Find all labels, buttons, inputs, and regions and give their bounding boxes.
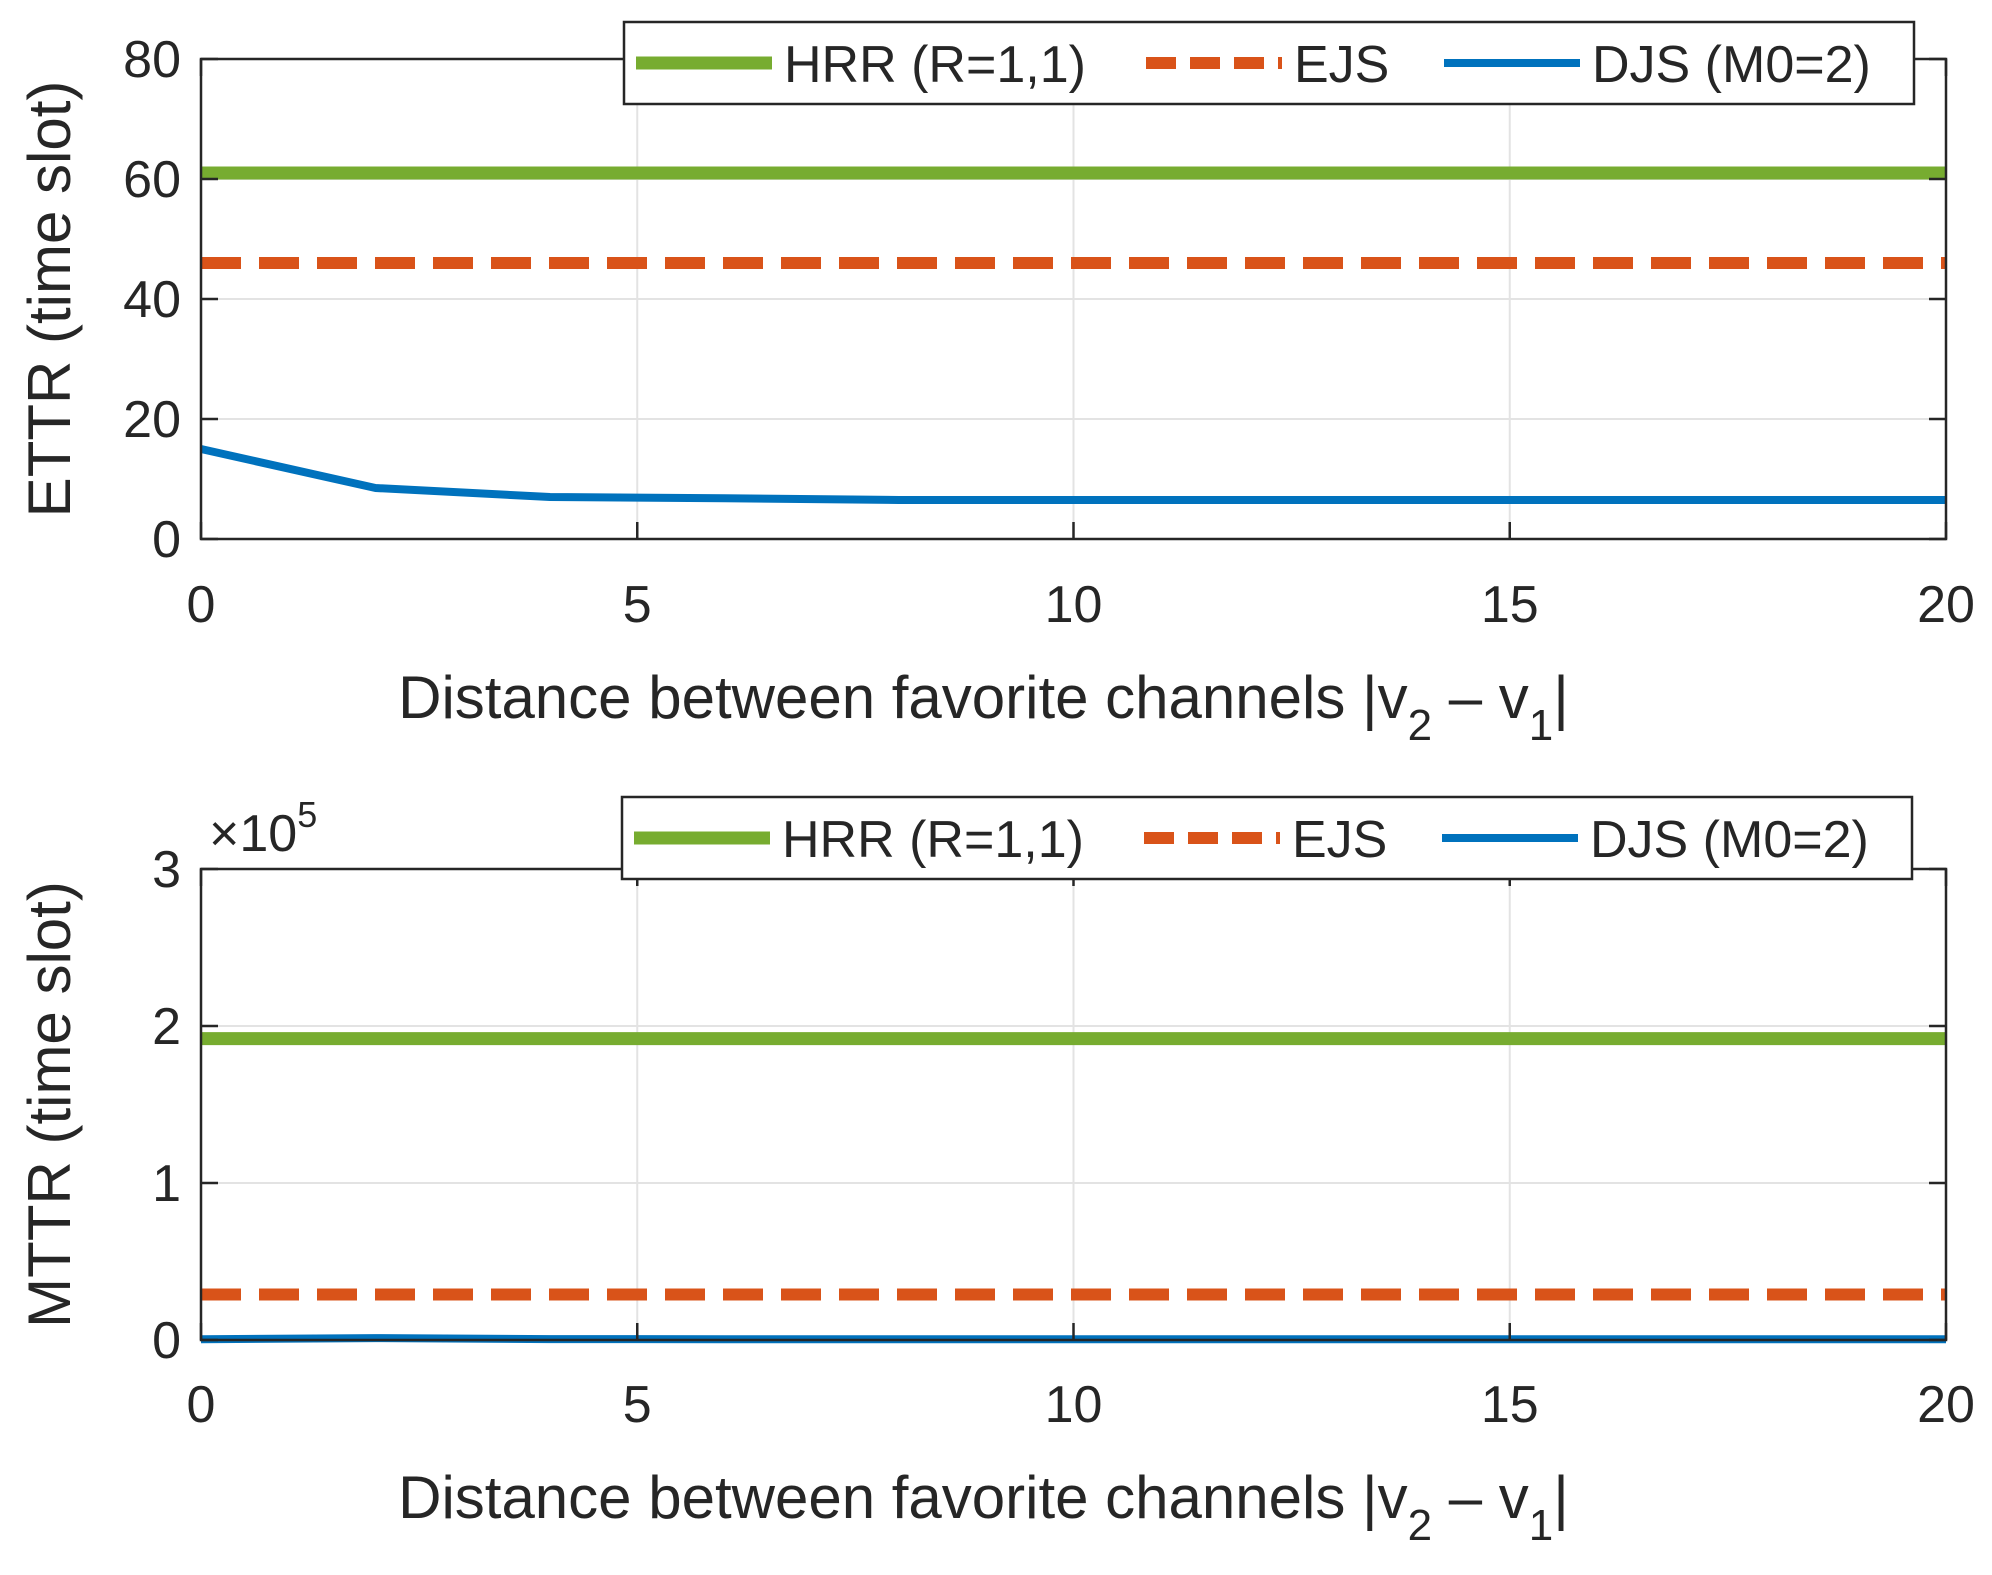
x-tick-label: 10 [1045,1376,1103,1434]
x-label-main: Distance between favorite channels |v [398,664,1407,731]
y-axis-multiplier: ×105 [209,794,317,863]
x-label-bar: | [1553,1464,1569,1531]
x-tick-label: 0 [187,1376,216,1434]
y-tick-label: 2 [152,998,181,1056]
legend-label-1: HRR (R=1,1) [782,811,1084,869]
x-label-subscript-1: 1 [1529,701,1553,750]
x-label-subscript-2: 2 [1408,701,1432,750]
x-axis-label: Distance between favorite channels |v2 –… [398,664,1569,750]
y-tick-label: 0 [152,1312,181,1370]
legend: HRR (R=1,1) EJS DJS (M0=2) [620,795,1914,881]
x-label-bar: | [1553,664,1569,731]
x-tick-label: 5 [623,1376,652,1434]
x-tick-label: 15 [1481,1376,1539,1434]
x-tick-label: 5 [623,576,652,634]
legend-label-3: DJS (M0=2) [1592,36,1871,94]
legend-label-3: DJS (M0=2) [1590,811,1869,869]
x-label-subscript-1: 1 [1529,1501,1553,1550]
multiplier-exponent: 5 [297,794,317,835]
legend-box [622,20,1916,106]
y-tick-label: 60 [123,151,181,209]
series-line-3 [200,445,1946,504]
y-axis-label: ETTR (time slot) [16,81,83,518]
x-tick-label: 10 [1045,576,1103,634]
legend-label-1: HRR (R=1,1) [784,36,1086,94]
legend-label-2: EJS [1294,36,1389,94]
y-tick-label: 40 [123,271,181,329]
x-tick-label: 0 [187,576,216,634]
legend-box [620,795,1914,881]
x-axis-label: Distance between favorite channels |v2 –… [398,1464,1569,1550]
x-label-minus-v: – v [1432,664,1529,731]
x-tick-label: 20 [1917,1376,1975,1434]
y-axis-label: MTTR (time slot) [16,881,83,1328]
x-label-minus-v: – v [1432,1464,1529,1531]
y-tick-label: 3 [152,841,181,899]
x-label-subscript-2: 2 [1408,1501,1432,1550]
x-tick-label: 20 [1917,576,1975,634]
y-tick-label: 0 [152,511,181,569]
x-tick-label: 15 [1481,576,1539,634]
y-tick-label: 80 [123,31,181,89]
legend: HRR (R=1,1) EJS DJS (M0=2) [622,20,1916,106]
multiplier-base: ×10 [209,805,297,863]
y-tick-label: 1 [152,1155,181,1213]
legend-label-2: EJS [1292,811,1387,869]
x-label-main: Distance between favorite channels |v [398,1464,1407,1531]
y-tick-label: 20 [123,391,181,449]
